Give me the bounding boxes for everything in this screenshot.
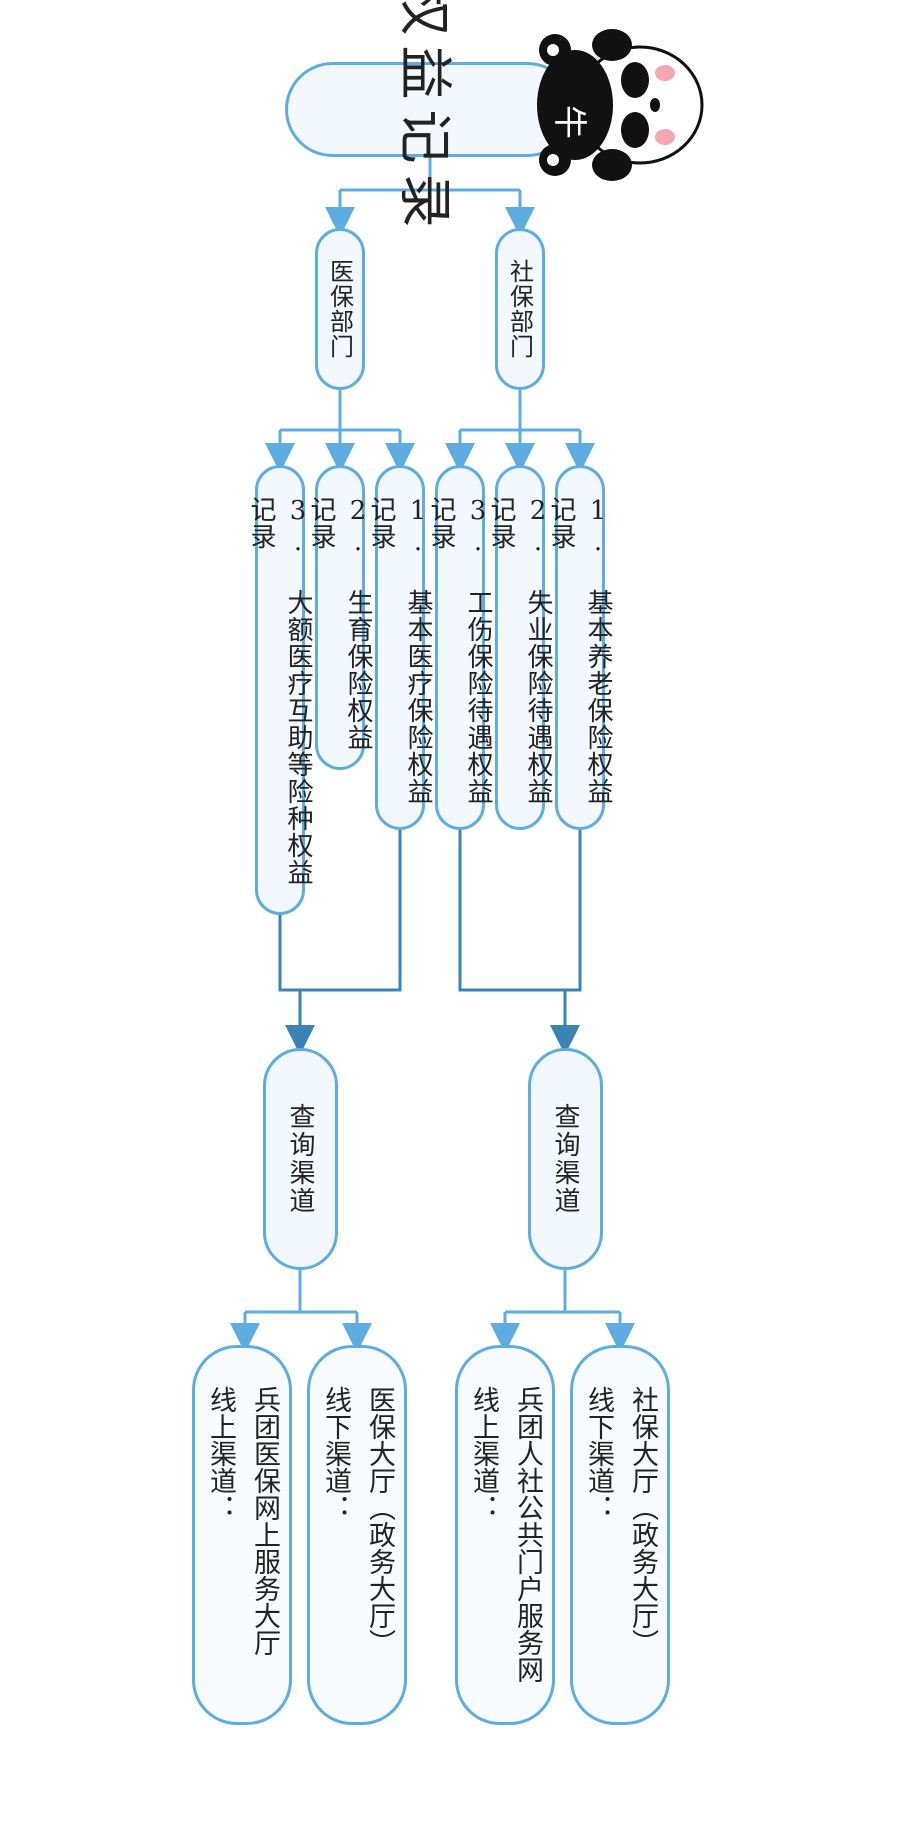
dept-node-medical-insurance: 医保部门: [315, 228, 365, 390]
item-node: 1. 基本养老保险权益记录: [546, 465, 613, 830]
item-label: 1. 基本养老保险权益记录: [546, 496, 613, 805]
channel-label: 线下渠道：: [583, 1386, 614, 1521]
item-node: 3. 工伤保险待遇权益记录: [426, 465, 493, 830]
channel-value: 兵团医保网上服务大厅: [249, 1386, 280, 1656]
item-label: 3. 工伤保险待遇权益记录: [426, 496, 493, 805]
channel-node-offline: 线下渠道： 社保大厅（政务大厅）: [570, 1345, 670, 1725]
item-label: 2. 生育保险权益记录: [306, 496, 373, 751]
channel-value: 兵团人社公共门户服务网: [512, 1386, 543, 1683]
item-node: 2. 生育保险权益记录: [306, 465, 373, 770]
item-label: 3. 大额医疗互助等险种权益记录: [246, 496, 313, 886]
query-node-medical-insurance: 查询渠道: [263, 1048, 338, 1270]
channel-label: 线上渠道：: [205, 1386, 236, 1521]
dept-node-social-security: 社保部门: [495, 228, 545, 390]
channel-label: 线下渠道：: [320, 1386, 351, 1521]
root-title: 权益记录: [393, 0, 457, 238]
query-label: 查询渠道: [550, 1103, 580, 1215]
item-label: 1. 基本医疗保险权益记录: [366, 496, 433, 805]
channel-value: 社保大厅（政务大厅）: [627, 1386, 658, 1656]
channel-node-offline: 线下渠道： 医保大厅（政务大厅）: [307, 1345, 407, 1725]
query-node-social-security: 查询渠道: [528, 1048, 603, 1270]
dept-label: 社保部门: [505, 259, 534, 359]
item-node: 3. 大额医疗互助等险种权益记录: [246, 465, 313, 915]
channel-value: 医保大厅（政务大厅）: [364, 1386, 395, 1656]
dept-label: 医保部门: [325, 259, 354, 359]
channel-node-online: 线上渠道： 兵团人社公共门户服务网: [455, 1345, 555, 1725]
channel-label: 线上渠道：: [468, 1386, 499, 1521]
query-label: 查询渠道: [285, 1103, 315, 1215]
item-node: 2. 失业保险待遇权益记录: [486, 465, 553, 830]
item-node: 1. 基本医疗保险权益记录: [366, 465, 433, 830]
channel-node-online: 线上渠道： 兵团医保网上服务大厅: [192, 1345, 292, 1725]
root-title-node: 权益记录: [285, 0, 575, 238]
item-label: 2. 失业保险待遇权益记录: [486, 496, 553, 805]
